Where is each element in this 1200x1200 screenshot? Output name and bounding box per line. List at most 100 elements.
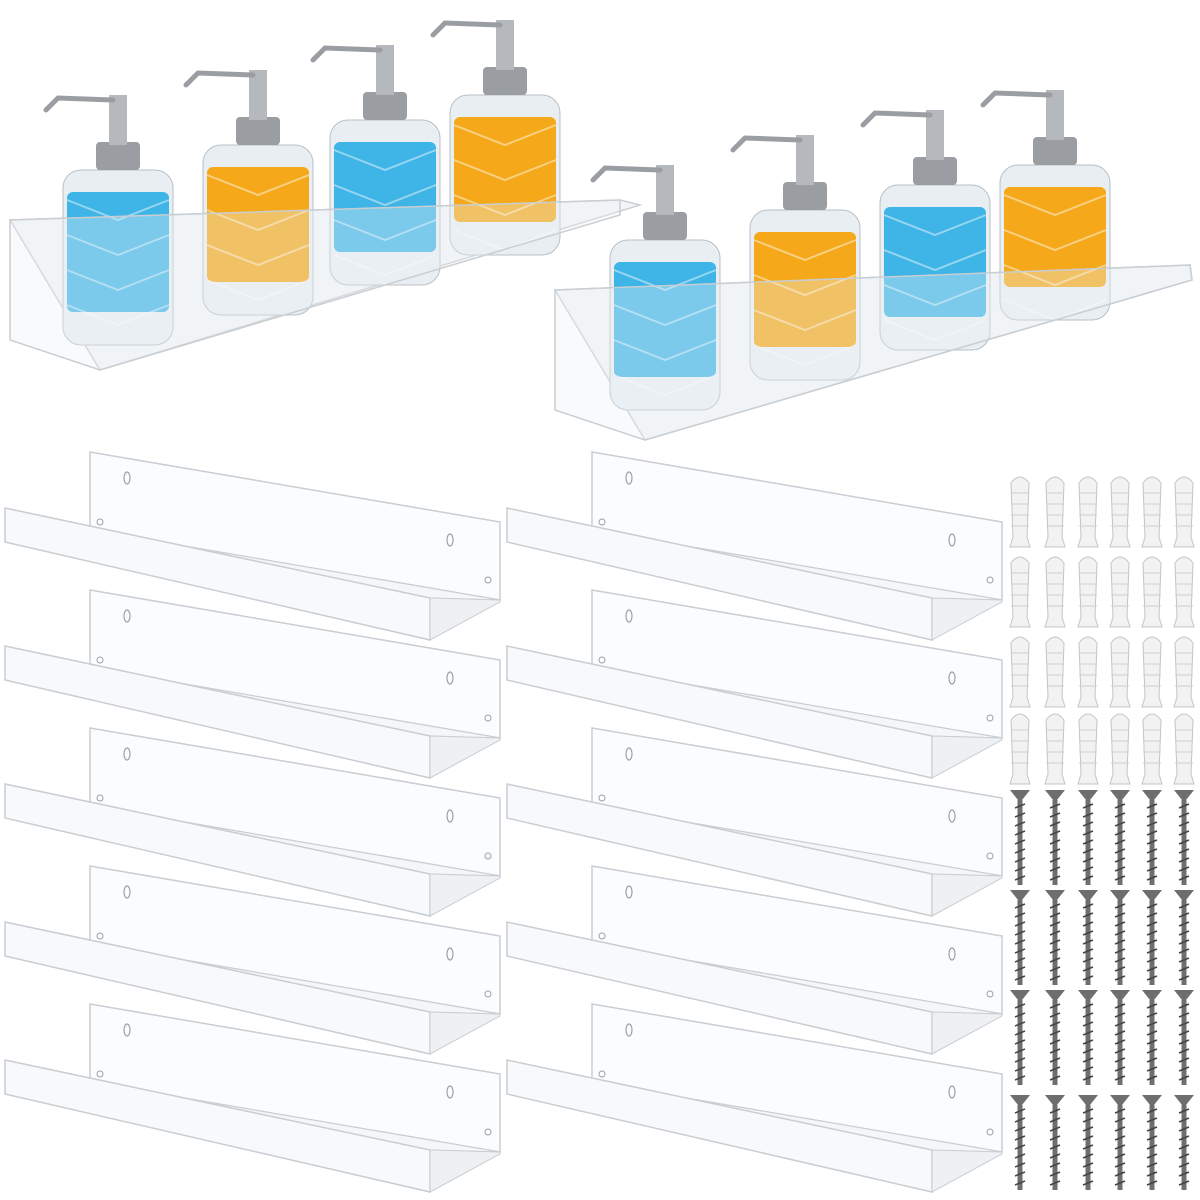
glass-facet — [453, 159, 557, 182]
wall-anchor — [1173, 636, 1195, 708]
screw-thread — [1049, 803, 1061, 809]
screw-hole — [96, 794, 104, 802]
keyhole-slot — [446, 947, 454, 961]
screw-thread — [1114, 830, 1126, 836]
keyhole-slot — [625, 1023, 633, 1037]
display-shelf — [553, 90, 1193, 441]
screw-hole — [986, 576, 994, 584]
screw-thread — [1146, 1066, 1158, 1072]
screw-thread — [1178, 821, 1190, 827]
screw-thread — [1146, 1126, 1158, 1132]
screw-hole — [484, 852, 492, 860]
screw — [1078, 1095, 1098, 1190]
screw-thread — [1178, 948, 1190, 954]
wall-anchor — [1077, 476, 1099, 548]
screw-thread — [1014, 1162, 1026, 1168]
screw-thread — [1178, 1171, 1190, 1177]
screw-thread — [1049, 1162, 1061, 1168]
screw-thread — [1049, 975, 1061, 981]
screw-thread — [1014, 939, 1026, 945]
screw-thread — [1114, 930, 1126, 936]
pump-stem — [1046, 90, 1064, 140]
pump-stem — [796, 135, 814, 185]
soap-liquid — [1004, 187, 1106, 287]
wall-anchor — [1044, 636, 1066, 708]
screw-thread — [1049, 1075, 1061, 1081]
screw-thread — [1178, 875, 1190, 881]
screw — [1174, 890, 1194, 985]
screw-thread — [1178, 957, 1190, 963]
screw-thread — [1049, 921, 1061, 927]
anchor-body — [1141, 636, 1163, 708]
screw-thread — [1114, 975, 1126, 981]
screw-head — [1078, 790, 1098, 800]
screw-hole — [598, 794, 606, 802]
screw-thread — [1114, 848, 1126, 854]
screw-thread — [1178, 912, 1190, 918]
screw-thread — [1082, 1126, 1094, 1132]
screw-thread — [1082, 1039, 1094, 1045]
screw-thread — [1114, 1066, 1126, 1072]
keyhole-slot — [446, 671, 454, 685]
pump-stem — [926, 110, 944, 160]
screw-thread — [1114, 1003, 1126, 1009]
shelf-end — [429, 873, 501, 917]
soap-dispenser-bottle — [590, 165, 721, 411]
screw-thread — [1014, 957, 1026, 963]
glass-facet — [333, 219, 437, 242]
screw-thread — [1082, 1117, 1094, 1123]
screw — [1142, 790, 1162, 885]
screw-thread — [1146, 812, 1158, 818]
screw-thread — [1014, 930, 1026, 936]
screw-thread — [1014, 1153, 1026, 1159]
keyhole-slot — [625, 471, 633, 485]
shelf-end — [429, 597, 501, 641]
screw-thread — [1014, 1057, 1026, 1063]
screw-thread — [1146, 930, 1158, 936]
shelf-front-lip — [9, 199, 621, 371]
screw-hole — [96, 932, 104, 940]
screw-thread — [1146, 1021, 1158, 1027]
screw-thread — [1049, 812, 1061, 818]
wall-anchor — [1077, 636, 1099, 708]
keyhole-slot — [625, 747, 633, 761]
keyhole-slot — [948, 533, 956, 547]
glass-facet — [883, 249, 987, 272]
pump-spout — [980, 90, 1053, 108]
anchor-body — [1109, 476, 1131, 548]
wall-anchor — [1173, 556, 1195, 628]
anchor-body — [1009, 636, 1031, 708]
screw-thread — [1146, 1030, 1158, 1036]
screw-thread — [1178, 812, 1190, 818]
screw-thread — [1114, 966, 1126, 972]
shelf — [506, 589, 1003, 779]
glass-facet — [206, 174, 310, 197]
anchor-body — [1173, 636, 1195, 708]
screw-thread — [1146, 1180, 1158, 1186]
wall-anchor — [1044, 556, 1066, 628]
screw-head — [1110, 1095, 1130, 1105]
screw-thread — [1178, 1021, 1190, 1027]
screw-thread — [1049, 1057, 1061, 1063]
screw-thread — [1114, 1039, 1126, 1045]
keyhole-slot — [446, 533, 454, 547]
screw-thread — [1146, 1039, 1158, 1045]
screw-thread — [1014, 1144, 1026, 1150]
screw-thread — [1082, 930, 1094, 936]
pump-spout — [730, 135, 803, 153]
anchor-body — [1077, 713, 1099, 785]
screw-thread — [1049, 1126, 1061, 1132]
screw-thread — [1146, 921, 1158, 927]
glass-facet — [66, 269, 170, 292]
screw-thread — [1082, 821, 1094, 827]
screw-thread — [1146, 1144, 1158, 1150]
screw-thread — [1082, 903, 1094, 909]
wall-anchor — [1109, 476, 1131, 548]
screw — [1110, 890, 1130, 985]
glass-facet — [613, 304, 717, 327]
screw-thread — [1049, 830, 1061, 836]
screw-thread — [1082, 857, 1094, 863]
wall-anchor — [1141, 556, 1163, 628]
screw-thread — [1146, 857, 1158, 863]
screw-thread — [1082, 966, 1094, 972]
